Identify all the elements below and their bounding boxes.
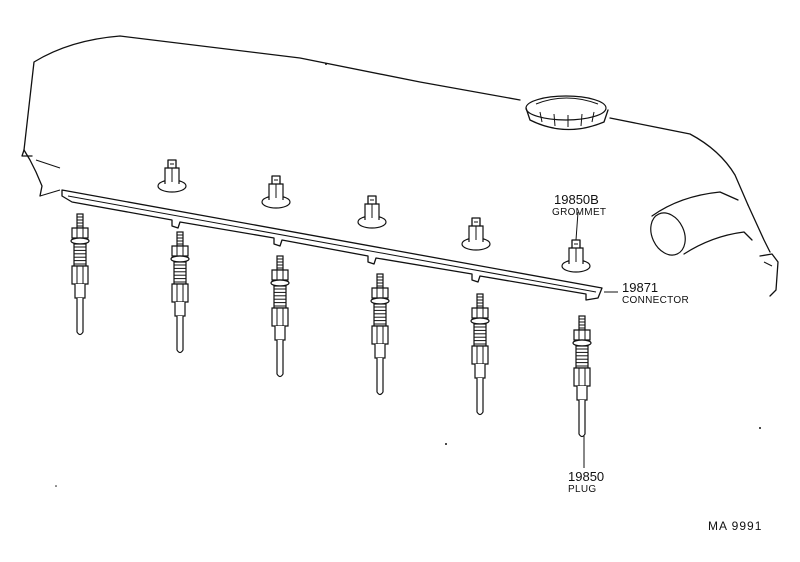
connector-label: CONNECTOR <box>622 295 689 306</box>
grommet-label: GROMMET <box>552 207 606 218</box>
cylinder-head-cover <box>21 35 779 297</box>
grommet-group <box>157 159 591 273</box>
grommet <box>461 217 491 251</box>
grommet <box>261 175 291 209</box>
glow-plug <box>270 255 290 378</box>
grommet <box>157 159 187 193</box>
grommet-part-number: 19850B <box>554 192 599 207</box>
leader-lines <box>575 211 618 468</box>
grommet <box>357 195 387 229</box>
water-hose <box>650 191 753 256</box>
plug-part-number: 19850 <box>568 469 604 484</box>
grommet <box>561 239 591 273</box>
specks <box>55 63 761 487</box>
diagram-code: MA 9991 <box>708 519 762 533</box>
connector-part-number: 19871 <box>622 280 658 295</box>
glow-plug-group <box>70 213 592 438</box>
glow-plug <box>572 315 592 438</box>
connector-bar <box>61 189 603 301</box>
glow-plug <box>470 293 490 416</box>
oil-filler-cap <box>525 95 609 131</box>
glow-plug <box>170 231 190 354</box>
glow-plug <box>370 273 390 396</box>
glow-plug <box>70 213 90 336</box>
plug-label: PLUG <box>568 484 596 495</box>
